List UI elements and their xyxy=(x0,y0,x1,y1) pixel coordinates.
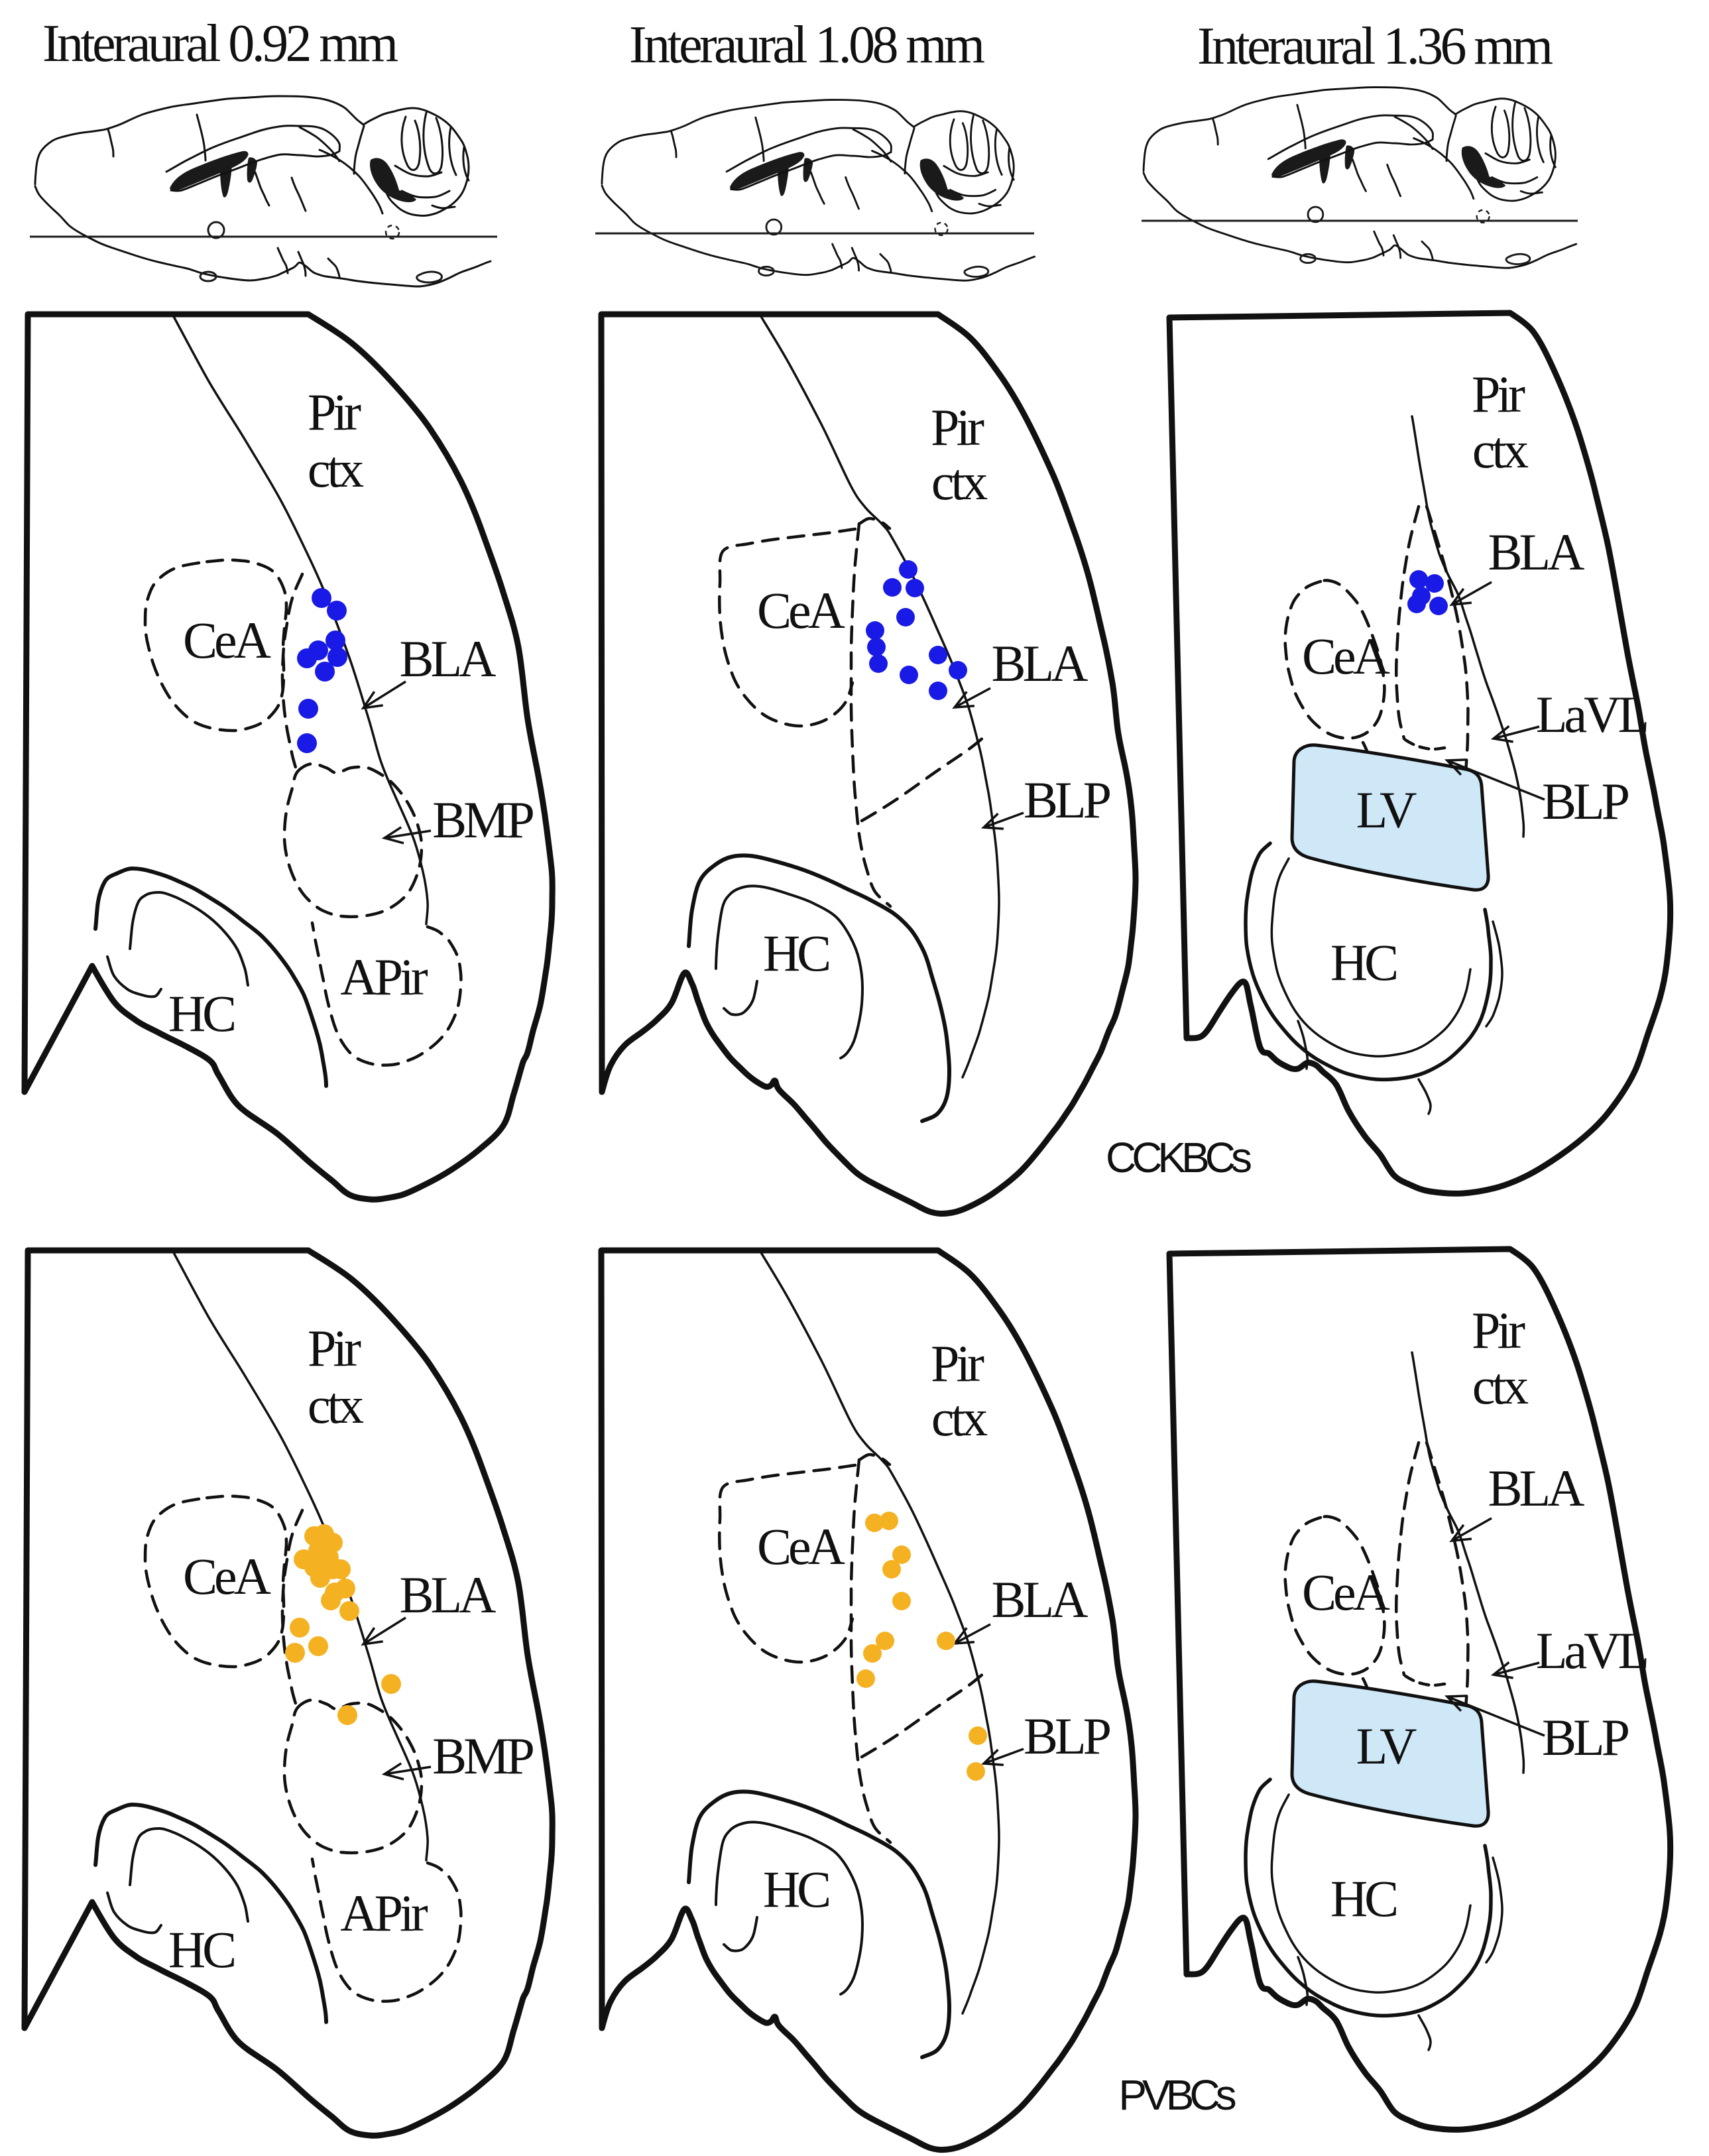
svg-text:PVBCs: PVBCs xyxy=(1118,2071,1235,2119)
svg-text:Interaural 1.08 mm: Interaural 1.08 mm xyxy=(629,16,984,74)
svg-text:Interaural 0.92 mm: Interaural 0.92 mm xyxy=(42,15,398,73)
svg-text:Interaural 1.36 mm: Interaural 1.36 mm xyxy=(1197,17,1553,76)
svg-text:CCKBCs: CCKBCs xyxy=(1106,1134,1251,1181)
